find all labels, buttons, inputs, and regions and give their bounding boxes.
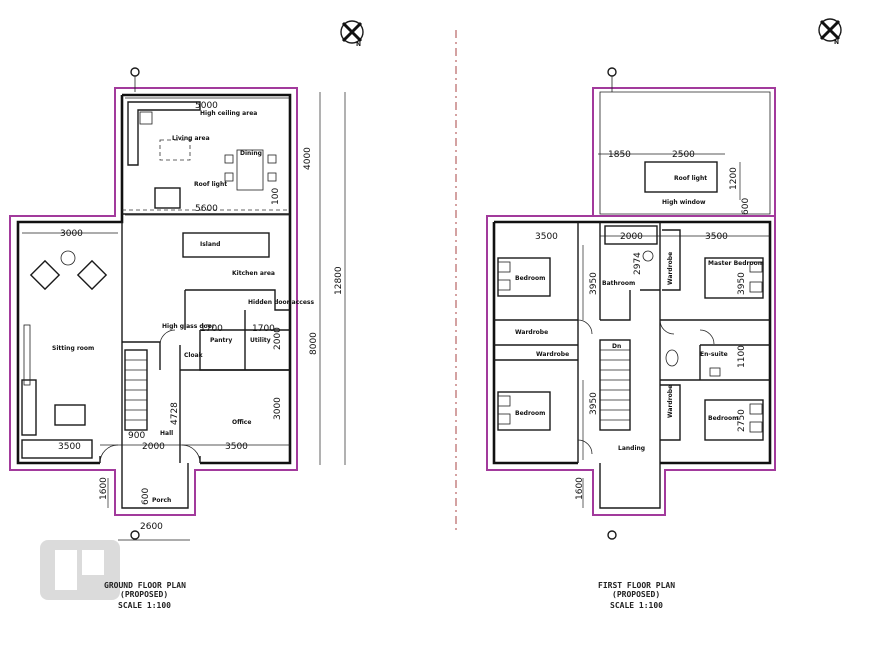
room-label-roof-light: Roof light xyxy=(674,175,707,182)
dim-text: 2000 xyxy=(142,442,165,452)
room-label-wardrobe: Wardrobe xyxy=(667,385,674,418)
room-label-wardrobe: Wardrobe xyxy=(515,329,548,336)
room-label-island: Island xyxy=(200,241,220,248)
bed xyxy=(704,399,764,441)
first-floor-scale: SCALE 1:100 xyxy=(610,601,663,610)
dim-text: 600 xyxy=(141,488,151,505)
room-label-office: Office xyxy=(232,419,251,426)
dim-text: 8000 xyxy=(309,332,319,355)
dim-text: 100 xyxy=(271,188,281,205)
room-label-master-bedroom: Master Bedroom xyxy=(708,260,764,267)
north-arrow-icon: N xyxy=(818,18,842,46)
dim-text: 2750 xyxy=(737,409,747,432)
room-label-kitchen: Kitchen area xyxy=(232,270,275,277)
dim-text: 1850 xyxy=(608,150,631,160)
room-label-high-ceiling: High ceiling area xyxy=(200,110,257,117)
dim-text: 1700 xyxy=(200,324,223,334)
dim-text: 600 xyxy=(741,198,751,215)
dim-text: 3950 xyxy=(737,272,747,295)
dim-text: 2600 xyxy=(140,522,163,532)
dim-text: 2000 xyxy=(620,232,643,242)
dim-text: 900 xyxy=(128,431,145,441)
dim-text: 1100 xyxy=(737,345,747,368)
watermark-logo xyxy=(40,540,120,600)
first-floor-title: FIRST FLOOR PLAN xyxy=(598,581,675,590)
dim-text: 3950 xyxy=(589,272,599,295)
dim-text: 1600 xyxy=(99,477,109,500)
dim-text: 2000 xyxy=(273,327,283,350)
dim-text: 3500 xyxy=(225,442,248,452)
room-label-cloak: Cloak xyxy=(184,352,204,359)
room-label-bathroom: Bathroom xyxy=(602,280,635,287)
dim-text: 2974 xyxy=(633,252,643,275)
dim-text: 12800 xyxy=(334,266,344,295)
first-floor-plan xyxy=(486,67,776,540)
room-label-porch: Porch xyxy=(152,497,171,504)
kitchen-island xyxy=(182,232,270,258)
dim-text: 1600 xyxy=(575,477,585,500)
dim-text: 3500 xyxy=(705,232,728,242)
svg-text:N: N xyxy=(356,41,361,48)
dim-text: 2500 xyxy=(672,150,695,160)
room-label-bedroom: Bedroom xyxy=(515,410,545,417)
room-label-dn: Dn xyxy=(612,343,621,350)
room-label-roof-light: Roof light xyxy=(194,181,227,188)
dim-text: 1700 xyxy=(252,324,275,334)
room-label-wardrobe: Wardrobe xyxy=(536,351,569,358)
dim-text: 5000 xyxy=(195,101,218,111)
armchair-icon xyxy=(76,259,108,291)
room-label-utility: Utility xyxy=(250,337,271,344)
bed xyxy=(497,391,551,431)
dim-text: 5600 xyxy=(195,204,218,214)
bed xyxy=(704,257,764,299)
first-floor-subtitle: (PROPOSED) xyxy=(612,590,660,599)
room-label-hall: Hall xyxy=(160,430,173,437)
ground-floor-title: GROUND FLOOR PLAN xyxy=(104,581,186,590)
ground-floor-subtitle: (PROPOSED) xyxy=(120,590,168,599)
room-label-wardrobe: Wardrobe xyxy=(667,252,674,285)
room-label-en-suite: En-suite xyxy=(700,351,728,358)
room-label-living-area: Living area xyxy=(172,135,210,142)
dim-text: 3000 xyxy=(273,397,283,420)
ground-floor-plan xyxy=(9,67,346,541)
armchair-icon xyxy=(29,259,61,291)
dim-text: 3950 xyxy=(589,392,599,415)
bathtub xyxy=(604,225,658,245)
dim-text: 3000 xyxy=(60,229,83,239)
dim-text: 3500 xyxy=(535,232,558,242)
ground-floor-scale: SCALE 1:100 xyxy=(118,601,171,610)
dim-text: 1200 xyxy=(729,167,739,190)
room-label-dining: Dining xyxy=(240,150,262,157)
dim-text: 3500 xyxy=(58,442,81,452)
dim-text: 4000 xyxy=(303,147,313,170)
room-label-landing: Landing xyxy=(618,445,645,452)
room-label-hidden-access: Hidden door access xyxy=(248,299,314,306)
room-label-bedroom: Bedroom xyxy=(515,275,545,282)
room-label-bedroom: Bedroom xyxy=(708,415,738,422)
room-label-high-window: High window xyxy=(662,199,706,206)
ground-stairs xyxy=(124,349,148,431)
room-label-pantry: Pantry xyxy=(210,337,232,344)
first-floor-stairs xyxy=(599,339,631,431)
dim-text: 4728 xyxy=(170,402,180,425)
bed xyxy=(497,257,551,297)
north-arrow-icon: N xyxy=(340,20,364,48)
room-label-sitting-room: Sitting room xyxy=(52,345,94,352)
svg-text:N: N xyxy=(834,39,839,46)
room-label-high-glass-door: High glass door xyxy=(162,323,215,330)
